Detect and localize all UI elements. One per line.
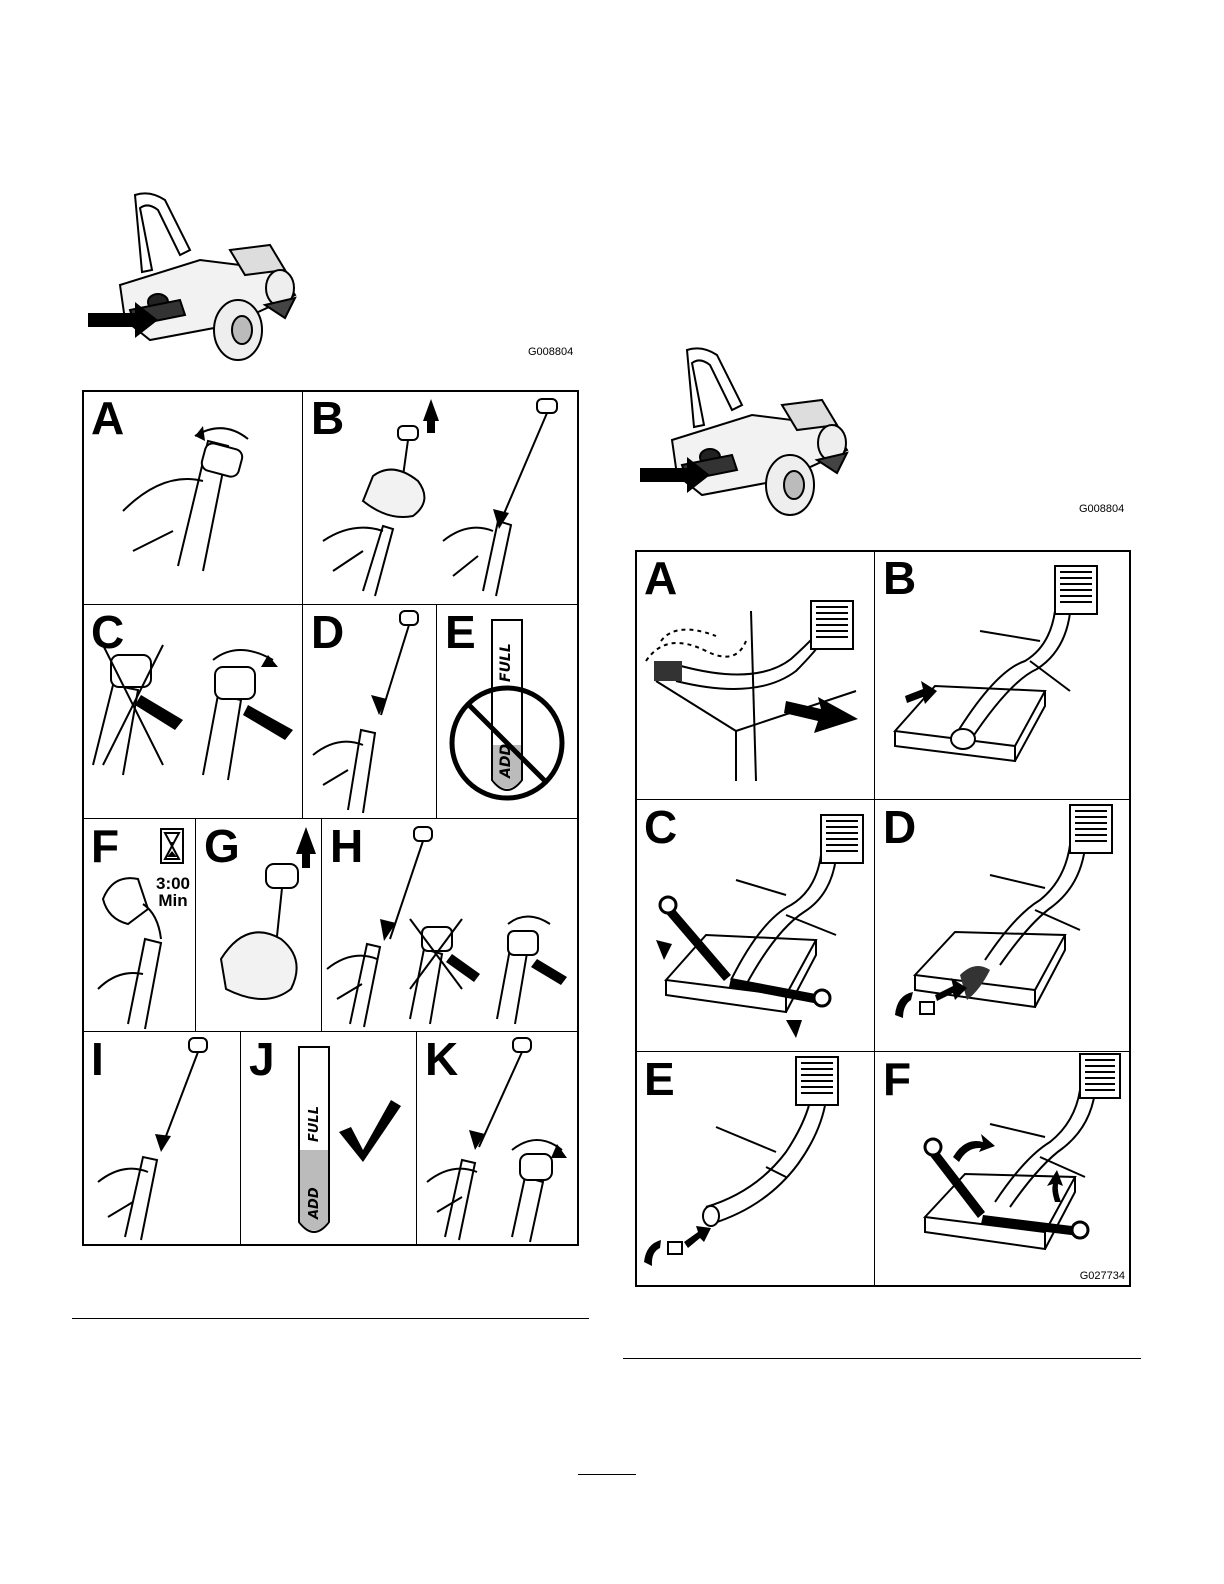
mower-illustration: [632, 345, 1132, 520]
panel-f: F 3:00 Min: [82, 818, 196, 1032]
panel-k: K: [416, 1031, 579, 1246]
panel-letter: A: [91, 395, 124, 441]
panel-c: C: [82, 604, 303, 819]
right-overview-figure: [632, 345, 1132, 520]
panel-j: J ADD FULL: [240, 1031, 417, 1246]
panel-c: C: [635, 799, 875, 1052]
panel-d: D: [302, 604, 437, 819]
figure-code: G027734: [1080, 1270, 1125, 1282]
panel-letter: E: [644, 1056, 675, 1102]
panel-a: A: [82, 390, 303, 605]
panel-letter: F: [91, 823, 119, 869]
panel-i: I: [82, 1031, 241, 1246]
wait-time-value: 3:00: [151, 875, 195, 892]
panel-letter: I: [91, 1036, 104, 1082]
wait-time: 3:00 Min: [151, 875, 195, 909]
panel-letter: F: [883, 1056, 911, 1102]
panel-letter: B: [311, 395, 344, 441]
dipstick-full-mark: FULL: [498, 643, 514, 682]
panel-g: G: [195, 818, 322, 1032]
install-drain-plug-illustration: [875, 1052, 1131, 1287]
page-footer-rule: [578, 1474, 636, 1475]
dipstick-add-mark: ADD: [307, 1187, 322, 1220]
panel-letter: B: [883, 555, 916, 601]
dipstick-full-mark: FULL: [307, 1106, 322, 1142]
figure-code: G008804: [528, 346, 573, 358]
wipe-dipstick-illustration: [303, 391, 579, 605]
panel-e: E ADD FULL: [436, 604, 579, 819]
panel-letter: D: [883, 804, 916, 850]
panel-letter: K: [425, 1036, 458, 1082]
wait-time-unit: Min: [151, 892, 195, 909]
panel-letter: G: [204, 823, 240, 869]
insert-dipstick-check-illustration: [83, 1032, 241, 1246]
panel-letter: D: [311, 609, 344, 655]
mower-illustration: [80, 190, 580, 365]
figure-code: G008804: [1079, 503, 1124, 515]
panel-letter: H: [330, 823, 363, 869]
panel-letter: C: [91, 609, 124, 655]
panel-d: D: [874, 799, 1131, 1052]
panel-letter: A: [644, 555, 677, 601]
panel-e: E: [635, 1051, 875, 1287]
panel-b: B: [302, 390, 579, 605]
right-divider: [623, 1358, 1141, 1359]
panel-f: F G027734: [874, 1051, 1131, 1287]
panel-letter: C: [644, 804, 677, 850]
left-divider: [72, 1318, 589, 1319]
left-overview-figure: [80, 190, 580, 365]
panel-letter: E: [445, 609, 476, 655]
panel-a: A: [635, 550, 875, 800]
panel-letter: J: [249, 1036, 275, 1082]
panel-h: H: [321, 818, 579, 1032]
panel-b: B: [874, 550, 1131, 800]
checkmark-icon: [339, 1100, 401, 1162]
